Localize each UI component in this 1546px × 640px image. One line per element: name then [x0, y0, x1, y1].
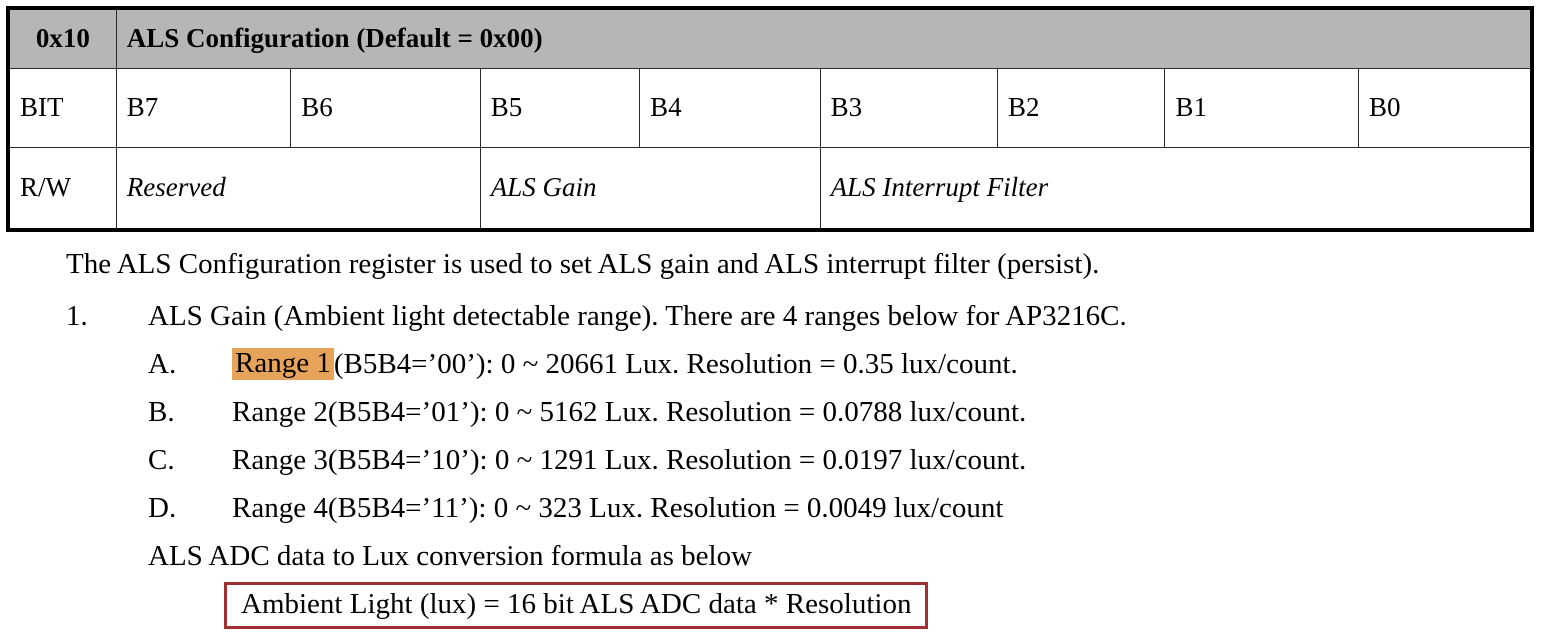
range-4-text: (B5B4=’11’): 0 ~ 323 Lux. Resolution = 0… [327, 491, 1004, 524]
bit-cell-b6: B6 [290, 68, 481, 148]
list-marker-c: C. [148, 443, 175, 476]
formula-text: Ambient Light (lux) = 16 bit ALS ADC dat… [241, 588, 912, 620]
list-marker-b: B. [148, 395, 175, 428]
field-cell-als-interrupt-filter: ALS Interrupt Filter [819, 147, 1533, 231]
field-cell-als-gain: ALS Gain [479, 147, 821, 231]
table-row-bit: BIT B7 B6 B5 B4 B3 B2 B1 B0 [7, 68, 1533, 148]
formula-box: Ambient Light (lux) = 16 bit ALS ADC dat… [224, 582, 929, 629]
bit-cell-b7: B7 [115, 68, 292, 148]
list-item-c: C. Range 3 (B5B4=’10’): 0 ~ 1291 Lux. Re… [0, 436, 1546, 484]
intro-text: The ALS Configuration register is used t… [66, 247, 1100, 280]
list-marker-1: 1. [66, 299, 88, 332]
list-item-d: D. Range 4 (B5B4=’11’): 0 ~ 323 Lux. Res… [0, 484, 1546, 532]
bit-cell-b3: B3 [819, 68, 999, 148]
range-1-text: (B5B4=’00’): 0 ~ 20661 Lux. Resolution =… [333, 347, 1018, 380]
bit-row-label: BIT [7, 68, 117, 148]
list-item-1-text: ALS Gain (Ambient light detectable range… [148, 299, 1127, 332]
range-4-label: Range 4 [232, 491, 328, 524]
range-2-text: (B5B4=’01’): 0 ~ 5162 Lux. Resolution = … [327, 395, 1027, 428]
list-item-1: 1. ALS Gain (Ambient light detectable ra… [0, 292, 1546, 340]
range-3-label: Range 3 [232, 443, 328, 476]
list-marker-a: A. [148, 347, 177, 380]
list-item-a: A. Range 1 (B5B4=’00’): 0 ~ 20661 Lux. R… [0, 340, 1546, 388]
field-cell-reserved: Reserved [115, 147, 481, 231]
intro-paragraph: The ALS Configuration register is used t… [0, 240, 1546, 288]
rw-row-label: R/W [7, 147, 117, 231]
conversion-note-text: ALS ADC data to Lux conversion formula a… [148, 539, 753, 572]
bit-cell-b2: B2 [997, 68, 1166, 148]
table-row-header: 0x10 ALS Configuration (Default = 0x00) [7, 7, 1533, 69]
conversion-note: ALS ADC data to Lux conversion formula a… [0, 532, 1546, 580]
bit-cell-b4: B4 [639, 68, 821, 148]
body-text-section: The ALS Configuration register is used t… [0, 240, 1546, 634]
register-title-cell: ALS Configuration (Default = 0x00) [115, 7, 1533, 69]
register-table-container: 0x10 ALS Configuration (Default = 0x00) … [6, 6, 1534, 232]
range-3-text: (B5B4=’10’): 0 ~ 1291 Lux. Resolution = … [327, 443, 1027, 476]
register-address-cell: 0x10 [7, 7, 117, 69]
bit-cell-b1: B1 [1164, 68, 1359, 148]
als-configuration-register-table: 0x10 ALS Configuration (Default = 0x00) … [6, 6, 1534, 232]
bit-cell-b5: B5 [479, 68, 641, 148]
list-marker-d: D. [148, 491, 177, 524]
range-1-label-highlighted: Range 1 [232, 348, 334, 380]
table-row-rw: R/W Reserved ALS Gain ALS Interrupt Filt… [7, 147, 1533, 231]
list-item-b: B. Range 2 (B5B4=’01’): 0 ~ 5162 Lux. Re… [0, 388, 1546, 436]
range-2-label: Range 2 [232, 395, 328, 428]
bit-cell-b0: B0 [1357, 68, 1533, 148]
formula-row: Ambient Light (lux) = 16 bit ALS ADC dat… [0, 582, 1546, 634]
